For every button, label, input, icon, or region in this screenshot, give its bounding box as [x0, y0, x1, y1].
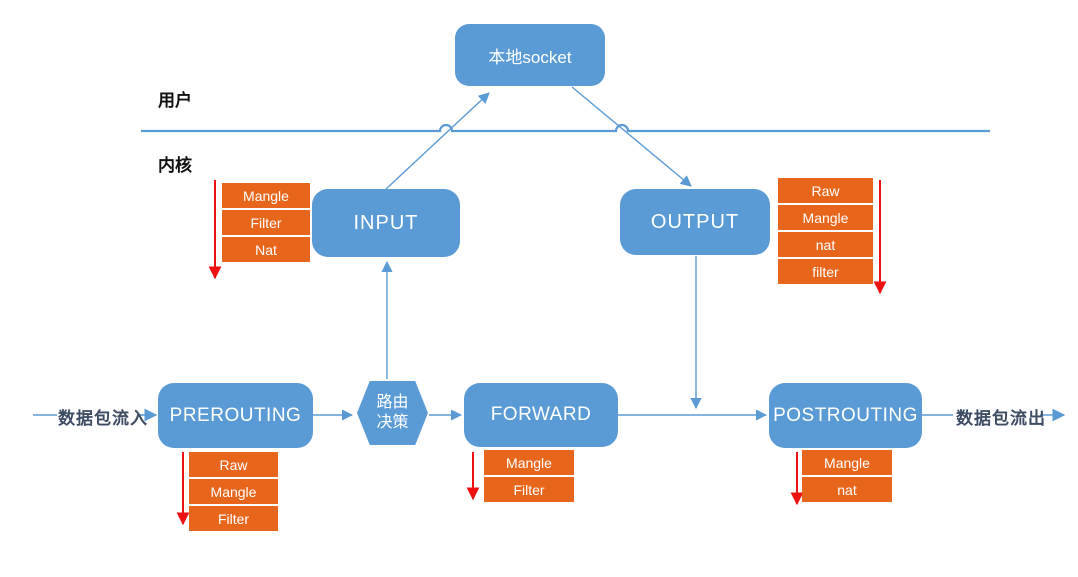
- table-row: Mangle: [778, 205, 873, 230]
- user-kernel-divider: [141, 123, 990, 133]
- table-row: nat: [802, 477, 892, 502]
- table-row: Raw: [778, 178, 873, 203]
- output-chain-box: OUTPUT: [620, 189, 770, 255]
- table-row: Filter: [189, 506, 278, 531]
- packet-in-label: 数据包流入: [58, 409, 148, 428]
- routing-decision-line2: 决策: [376, 414, 409, 431]
- postrouting-tables-stack: Mangle nat: [802, 450, 892, 502]
- forward-tables-stack: Mangle Filter: [484, 450, 574, 502]
- arrow-input-to-socket: [385, 92, 490, 190]
- local-socket-box: 本地socket: [455, 24, 605, 86]
- table-row: Mangle: [222, 183, 310, 208]
- routing-decision-hexagon: 路由 决策: [357, 381, 428, 445]
- table-row: filter: [778, 259, 873, 284]
- table-row: Raw: [189, 452, 278, 477]
- forward-chain-box: FORWARD: [464, 383, 618, 447]
- table-row: nat: [778, 232, 873, 257]
- table-row: Mangle: [484, 450, 574, 475]
- postrouting-chain-box: POSTROUTING: [769, 383, 922, 448]
- output-tables-stack: Raw Mangle nat filter: [778, 178, 873, 284]
- input-chain-box: INPUT: [312, 189, 460, 257]
- table-row: Nat: [222, 237, 310, 262]
- table-row: Filter: [484, 477, 574, 502]
- input-tables-stack: Mangle Filter Nat: [222, 183, 310, 262]
- prerouting-tables-stack: Raw Mangle Filter: [189, 452, 278, 531]
- kernel-space-label: 内核: [158, 156, 192, 175]
- routing-decision-line1: 路由: [376, 394, 409, 411]
- packet-out-label: 数据包流出: [956, 409, 1046, 428]
- table-row: Mangle: [802, 450, 892, 475]
- user-space-label: 用户: [158, 91, 192, 110]
- prerouting-chain-box: PREROUTING: [158, 383, 313, 448]
- table-row: Mangle: [189, 479, 278, 504]
- table-row: Filter: [222, 210, 310, 235]
- arrow-socket-to-output: [571, 86, 692, 187]
